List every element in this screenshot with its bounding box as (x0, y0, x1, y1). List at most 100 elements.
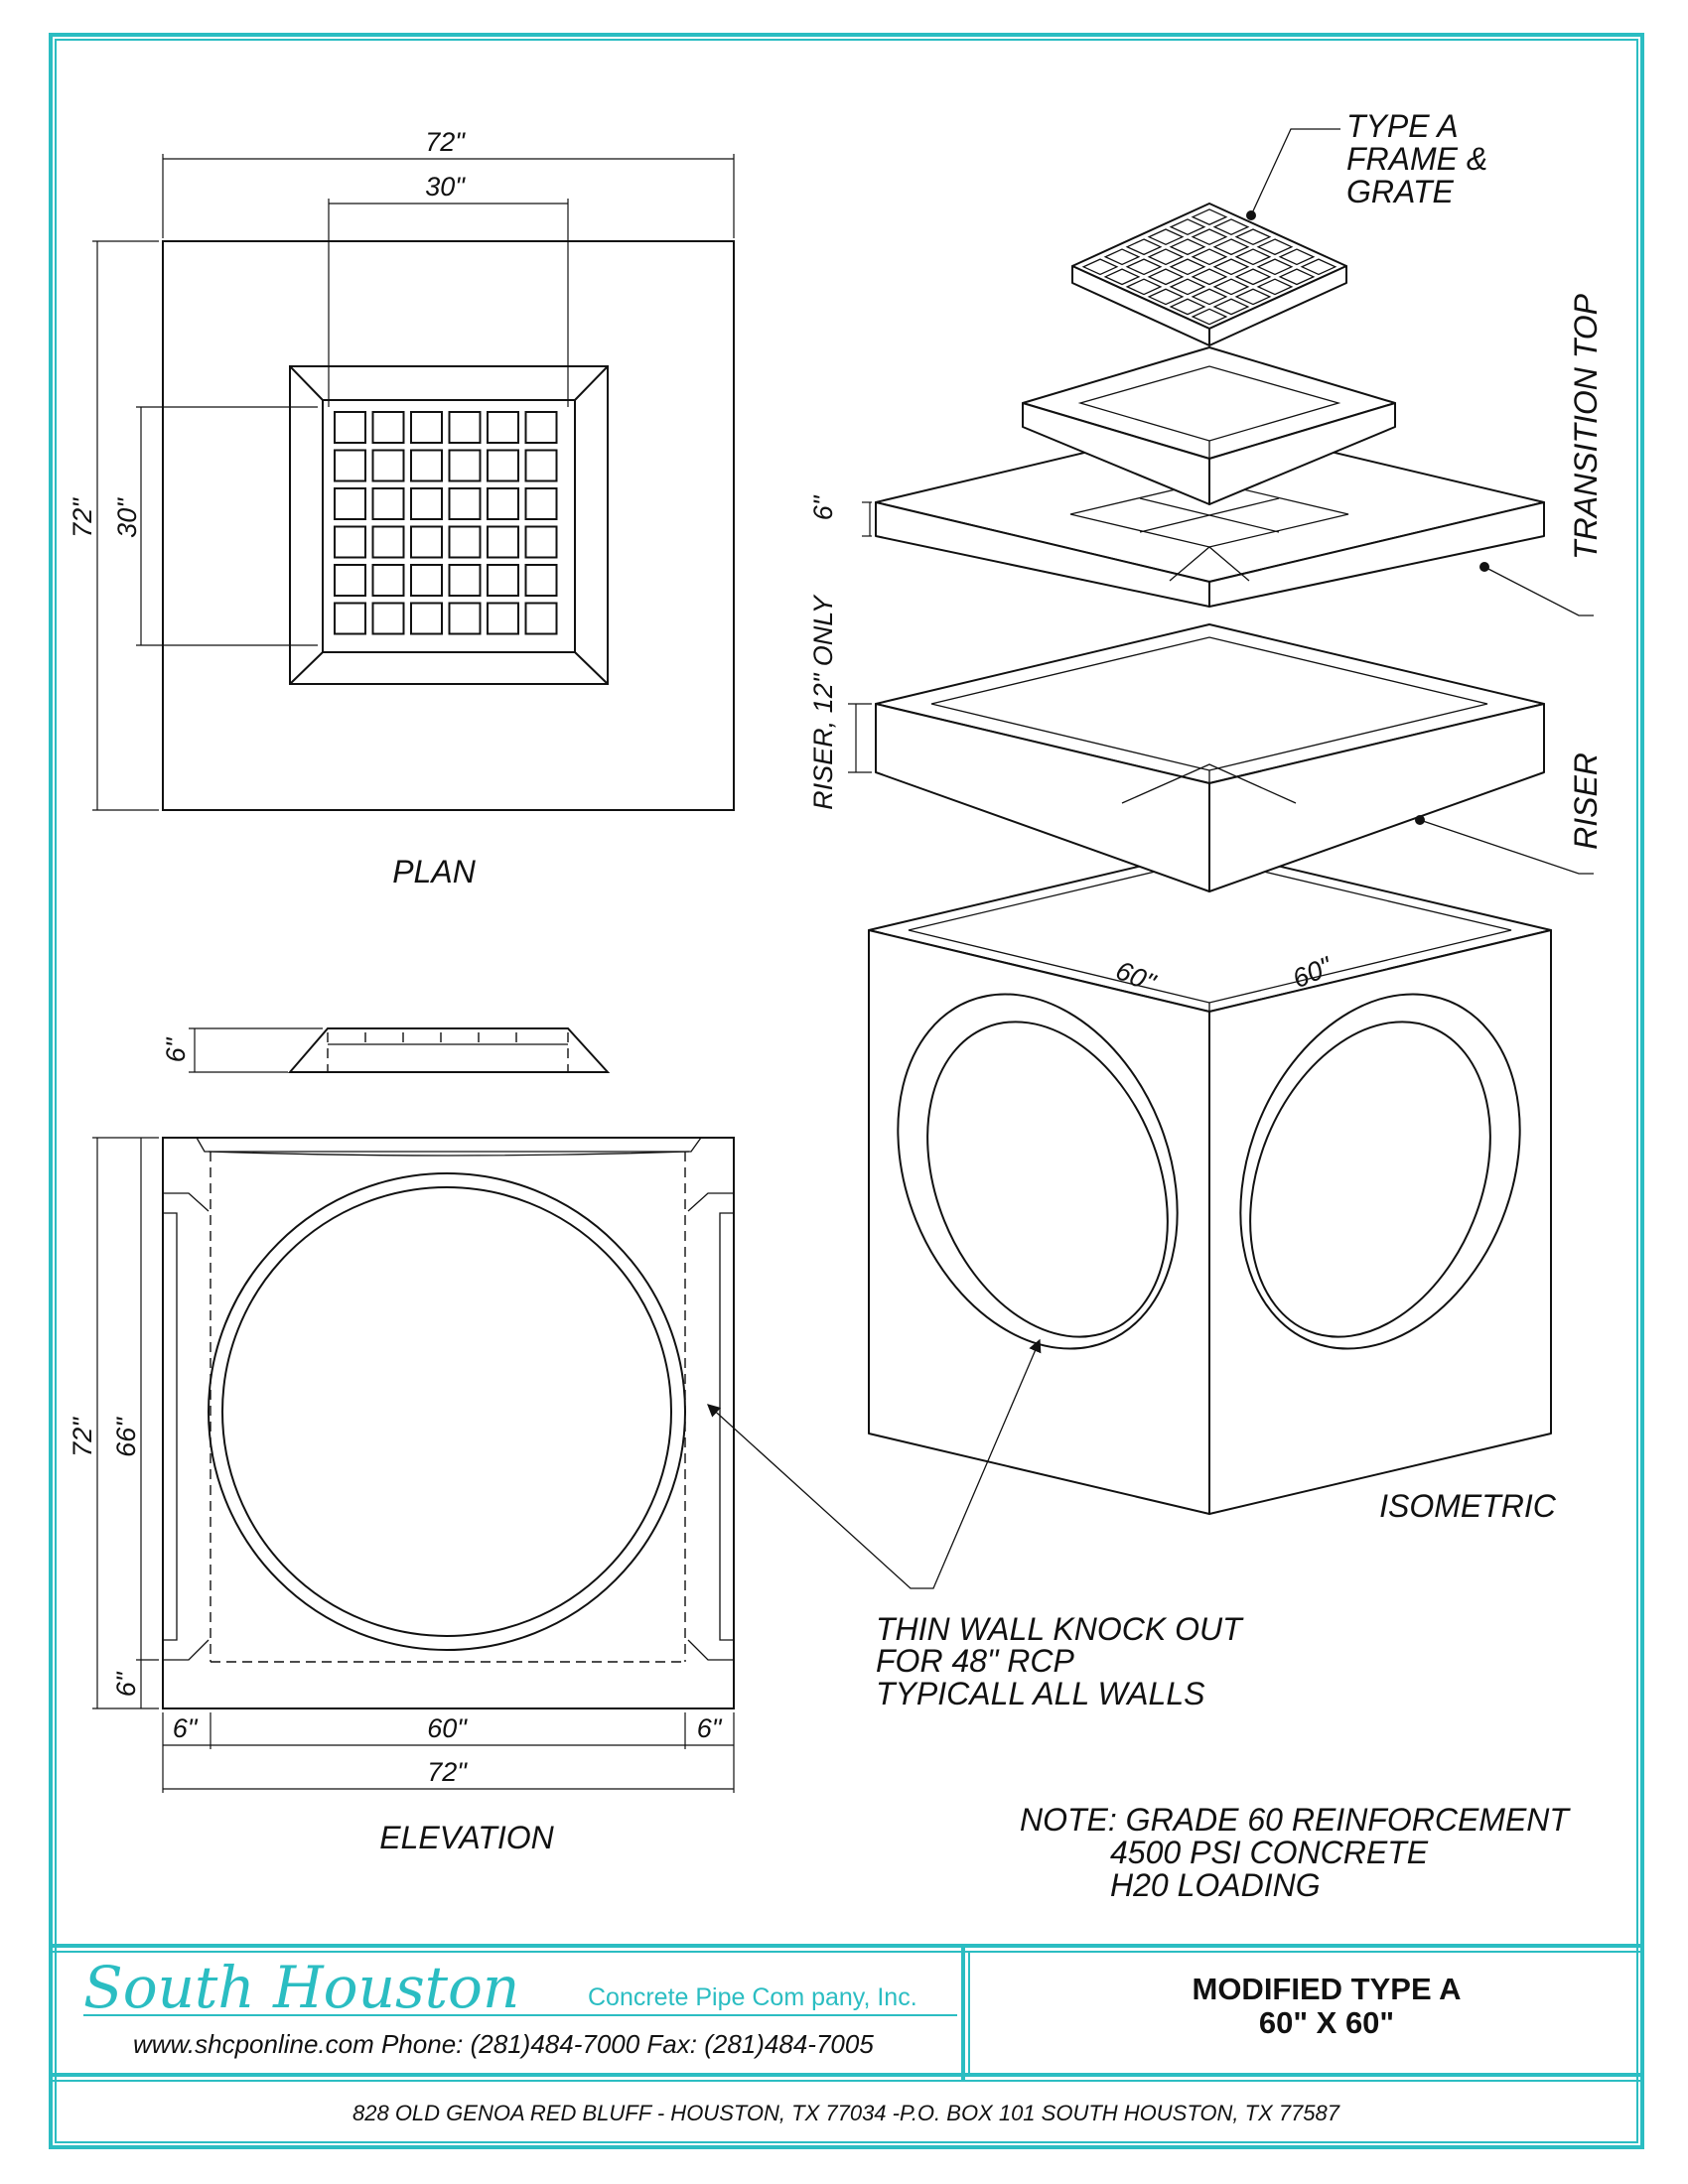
iso-grate-cell (1191, 308, 1228, 326)
plan-grate-cell (487, 602, 519, 635)
plan-grate-cell (371, 487, 405, 520)
drawing-title: MODIFIED TYPE A (1193, 1972, 1462, 2006)
iso-riser (875, 623, 1545, 892)
plan-grate-cell (371, 564, 405, 597)
plan-grate-cell (334, 411, 366, 444)
note-line1: NOTE: GRADE 60 REINFORCEMENT (1020, 1802, 1571, 1838)
note-line3: H20 LOADING (1110, 1867, 1321, 1903)
iso-riser-dim-label: RISER, 12" ONLY (808, 594, 838, 810)
company-contact: www.shcponline.com Phone: (281)484-7000 … (133, 2029, 874, 2059)
plan-grate-cell (448, 564, 482, 597)
elevation-view (92, 1137, 735, 1793)
iso-grate-cell (1256, 258, 1294, 276)
plan-grate-cell (487, 449, 519, 482)
elevation-dim-frame-height: 6" (161, 1036, 191, 1062)
iso-grate-cell (1125, 278, 1163, 296)
plan-grate-cell (448, 411, 482, 444)
iso-grate (1071, 203, 1347, 346)
iso-grate-cell (1191, 268, 1228, 286)
company-name: South Houston (83, 1954, 519, 2021)
plan-grate-cell (371, 602, 405, 635)
iso-grate-cell (1278, 248, 1316, 266)
elevation-dim-bottom-left-wall: 6" (173, 1713, 199, 1743)
elevation-title: ELEVATION (379, 1820, 554, 1855)
iso-grate-cell (1212, 298, 1250, 316)
plan-grate-cell (524, 525, 558, 559)
plan-grate-cell (524, 449, 558, 482)
iso-grate-cell (1103, 248, 1141, 266)
plan-grate-cell (448, 487, 482, 520)
knockout-note-line2: FOR 48" RCP (876, 1643, 1075, 1679)
elevation-frame-profile (189, 1027, 611, 1073)
plan-grate-cell (524, 564, 558, 597)
iso-grate-cell (1125, 258, 1163, 276)
plan-dim-top-overall: 72" (425, 127, 466, 157)
plan-grate-cell (524, 411, 558, 444)
plan-grate-cell (334, 487, 366, 520)
company-address: 828 OLD GENOA RED BLUFF - HOUSTON, TX 77… (352, 2101, 1340, 2125)
plan-grate-grid (334, 411, 558, 635)
plan-grate-cell (334, 449, 366, 482)
plan-title: PLAN (392, 854, 476, 889)
iso-grate-cell (1278, 268, 1316, 286)
elevation-dim-left-inner: 66" (111, 1417, 141, 1457)
plan-grate-cell (410, 602, 443, 635)
plan-grate-cell (410, 449, 443, 482)
elevation-dim-bottom-right-wall: 6" (697, 1713, 723, 1743)
iso-grate-cell (1147, 248, 1185, 266)
iso-grate-cell (1169, 218, 1206, 236)
knockout-note-line1: THIN WALL KNOCK OUT (876, 1611, 1244, 1647)
iso-grate-cell (1191, 228, 1228, 246)
plan-view (92, 154, 735, 811)
company-subtitle: Concrete Pipe Com pany, Inc. (588, 1983, 917, 2011)
isometric-title: ISOMETRIC (1379, 1488, 1557, 1524)
iso-frame-label-line1: TYPE A (1346, 108, 1459, 144)
iso-grate-cell (1212, 258, 1250, 276)
drawing-size: 60" X 60" (1259, 2005, 1394, 2040)
plan-grate-cell (448, 602, 482, 635)
isometric-view (707, 128, 1594, 1589)
title-block (51, 1944, 1642, 2082)
iso-grate-cell (1234, 268, 1272, 286)
plan-grate-cell (487, 564, 519, 597)
plan-dim-left-opening: 30" (112, 497, 142, 538)
plan-grate-cell (487, 487, 519, 520)
iso-grate-cell (1191, 248, 1228, 266)
elevation-dim-left-overall: 72" (68, 1417, 97, 1457)
plan-grate-cell (371, 449, 405, 482)
iso-grate-cell (1125, 238, 1163, 256)
plan-dim-top-opening: 30" (425, 172, 466, 202)
plan-grate-cell (448, 525, 482, 559)
iso-grate-cell (1169, 258, 1206, 276)
plan-grate-cell (524, 602, 558, 635)
iso-grate-cell (1256, 238, 1294, 256)
iso-grate-cell (1234, 288, 1272, 306)
iso-grate-cell (1212, 278, 1250, 296)
iso-grate-cell (1147, 228, 1185, 246)
iso-grate-cell (1212, 218, 1250, 236)
iso-grate-cell (1234, 228, 1272, 246)
iso-grate-cell (1300, 258, 1337, 276)
iso-frame-label-line3: GRATE (1346, 174, 1455, 209)
plan-grate-cell (371, 411, 405, 444)
plan-grate-cell (487, 525, 519, 559)
knockout-note-line3: TYPICALL ALL WALLS (876, 1676, 1204, 1711)
iso-grate-cell (1169, 298, 1206, 316)
plan-grate-cell (448, 449, 482, 482)
iso-transition-label: TRANSITION TOP (1568, 293, 1604, 560)
plan-grate-cell (410, 487, 443, 520)
iso-grate-grid (1081, 208, 1337, 326)
iso-grate-cell (1103, 268, 1141, 286)
plan-grate-cell (334, 525, 366, 559)
iso-base-box (868, 849, 1552, 1515)
note-line2: 4500 PSI CONCRETE (1110, 1835, 1429, 1870)
sheet-outer-border (49, 33, 1644, 2149)
iso-grate-cell (1234, 248, 1272, 266)
elevation-dim-bottom-inner: 60" (427, 1713, 468, 1743)
plan-grate-cell (334, 602, 366, 635)
iso-grate-cell (1147, 268, 1185, 286)
sheet-inner-border (55, 39, 1638, 2143)
iso-grate-cell (1212, 238, 1250, 256)
plan-grate-cell (410, 564, 443, 597)
